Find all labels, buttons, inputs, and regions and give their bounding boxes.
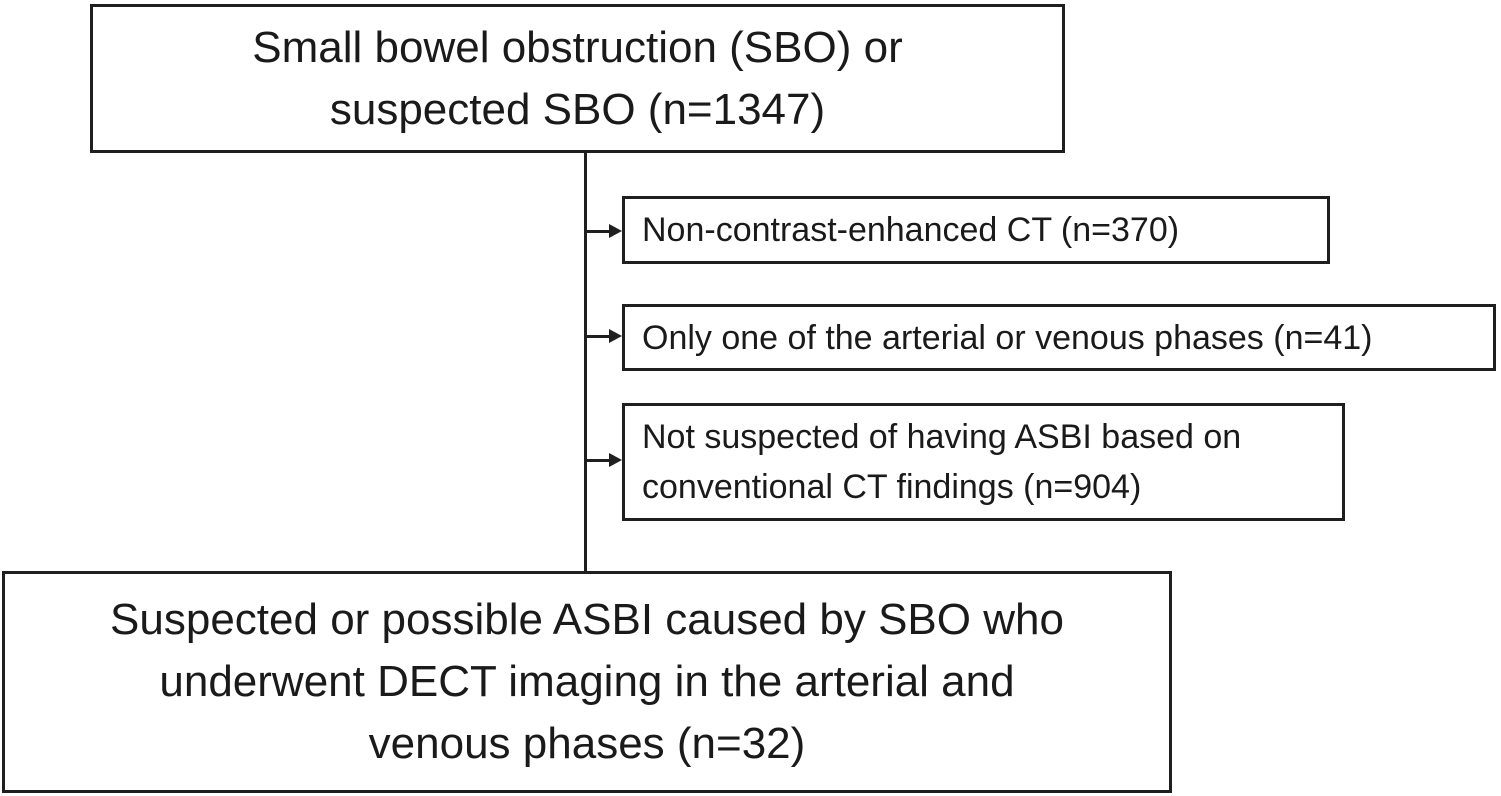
arrow-right-icon [609,453,622,467]
connector-branch-line [586,459,610,462]
flow-node-sbo-population: Small bowel obstruction (SBO) or suspect… [90,4,1065,153]
flow-node-exclusion-not-suspected: Not suspected of having ASBI based on co… [622,403,1345,521]
connector-branch-line [586,335,610,338]
arrow-right-icon [609,329,622,343]
flow-node-text-line: suspected SBO (n=1347) [329,84,826,134]
flow-node-text-line: Not suspected of having ASBI based on [642,418,1242,456]
flow-node-text-line: Small bowel obstruction (SBO) or [252,22,903,72]
connector-branch-line [586,230,610,233]
flow-node-text-line: conventional CT findings (n=904) [642,468,1142,506]
flow-node-final-cohort: Suspected or possible ASBI caused by SBO… [2,571,1172,793]
flow-node-exclusion-noncontrast: Non-contrast-enhanced CT (n=370) [622,196,1330,264]
flow-node-text-line: Non-contrast-enhanced CT (n=370) [642,211,1180,249]
flow-node-exclusion-single-phase: Only one of the arterial or venous phase… [622,304,1496,371]
flow-node-text-line: venous phases (n=32) [368,719,806,768]
flow-node-text-line: Only one of the arterial or venous phase… [642,318,1373,357]
connector-trunk-line [584,153,587,571]
flow-node-text-line: underwent DECT imaging in the arterial a… [159,657,1015,706]
arrow-right-icon [609,224,622,238]
flow-node-text-line: Suspected or possible ASBI caused by SBO… [110,595,1064,644]
